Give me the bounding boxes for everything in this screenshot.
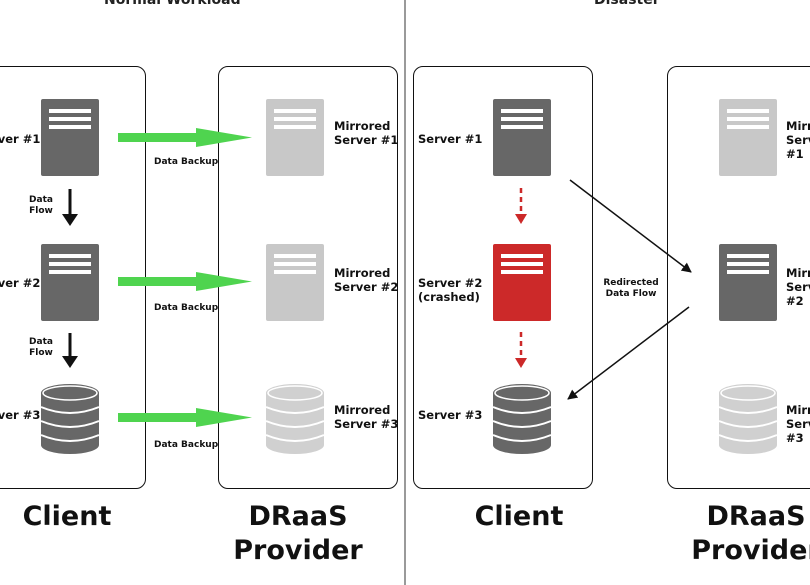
- backup-arrow-2: [118, 272, 252, 291]
- mirrored-server-3-label: Mirrored Server #3: [334, 403, 399, 431]
- section-divider: [404, 0, 406, 585]
- mirrored-server-1-icon: [266, 99, 324, 176]
- right-server-3-icon: [492, 383, 552, 455]
- backup-arrow-3: [118, 408, 252, 427]
- data-flow-arrow-2: [62, 333, 78, 368]
- mirrored-server-1-label: Mirrored Server #1: [334, 119, 399, 147]
- data-flow-arrow-1: [62, 189, 78, 226]
- mirrored-server-3-icon: [265, 383, 325, 455]
- redirected-data-flow-label: Redirected Data Flow: [603, 278, 659, 299]
- client-server-3-label: Server #3: [0, 408, 41, 422]
- right-mirrored-server-1-icon: [719, 99, 777, 176]
- dashed-arrow-1: [515, 188, 527, 224]
- right-mirrored-server-3-icon: [718, 383, 778, 455]
- client-server-1-label: Server #1: [0, 132, 41, 146]
- redirect-arrow-out: [569, 179, 692, 273]
- client-server-2-icon: [41, 244, 99, 321]
- data-backup-label-2: Data Backup: [154, 303, 219, 313]
- right-server-3-label: Server #3: [418, 408, 483, 422]
- right-mirrored-server-2-label: Mirrored Server #2: [786, 266, 810, 308]
- right-client-box: [413, 66, 593, 489]
- crashed-server-2-label: Server #2 (crashed): [418, 276, 483, 304]
- right-provider-box: [667, 66, 810, 489]
- redirect-arrow-back: [567, 306, 690, 400]
- client-server-1-icon: [41, 99, 99, 176]
- disaster-title: Disaster: [594, 0, 660, 8]
- data-backup-label-1: Data Backup: [154, 157, 219, 167]
- right-server-1-icon: [493, 99, 551, 176]
- right-mirrored-server-1-label: Mirrored Server #1: [786, 119, 810, 161]
- right-mirrored-server-3-label: Mirrored Server #3: [786, 403, 810, 445]
- right-mirrored-server-2-icon: [719, 244, 777, 321]
- mirrored-server-2-icon: [266, 244, 324, 321]
- right-provider-title: DRaaS Provider: [691, 501, 810, 566]
- right-server-1-label: Server #1: [418, 132, 483, 146]
- normal-workload-title: Normal Workload: [104, 0, 241, 8]
- left-provider-title: DRaaS Provider: [233, 501, 363, 566]
- right-client-title: Client: [474, 501, 564, 532]
- left-client-title: Client: [22, 501, 112, 532]
- client-server-2-label: Server #2: [0, 276, 41, 290]
- client-server-3-icon: [40, 383, 100, 455]
- backup-arrow-1: [118, 128, 252, 147]
- mirrored-server-2-label: Mirrored Server #2: [334, 266, 399, 294]
- data-backup-label-3: Data Backup: [154, 440, 219, 450]
- data-flow-label-1: Data Flow: [29, 195, 53, 216]
- data-flow-label-2: Data Flow: [29, 337, 53, 358]
- dashed-arrow-2: [515, 332, 527, 368]
- crashed-server-2-icon: [493, 244, 551, 321]
